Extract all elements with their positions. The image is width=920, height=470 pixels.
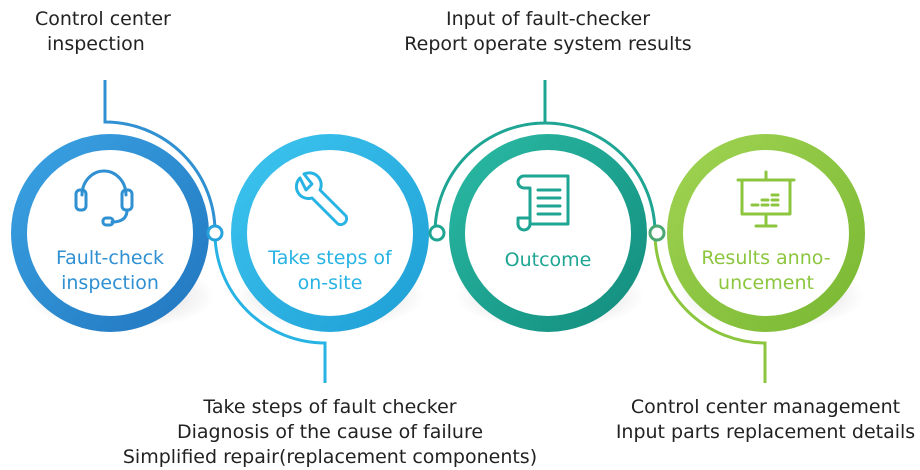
annotation-bottom-right: Control center management Input parts re… — [613, 395, 918, 445]
annotation-bottom-middle-line-3: Simplified repair(replacement components… — [122, 446, 538, 468]
step-2-title: Take steps of on-site — [255, 246, 405, 296]
step-4-title-line-1: Results anno- — [701, 247, 831, 269]
presentation-board-icon — [736, 170, 796, 228]
annotation-top-left-line-2: inspection — [47, 33, 145, 55]
step-2-title-line-1: Take steps of — [268, 247, 392, 269]
arc-step-3 — [433, 80, 547, 234]
step-1-title-line-1: Fault-check — [55, 247, 165, 269]
annotation-top-middle: Input of fault-checker Report operate sy… — [398, 7, 698, 57]
step-4-title: Results anno- uncement — [691, 246, 841, 296]
scroll-document-icon — [516, 174, 570, 232]
annotation-bottom-middle-line-2: Diagnosis of the cause of failure — [176, 421, 484, 443]
headset-icon — [74, 169, 134, 227]
circle-step-2 — [231, 134, 429, 332]
annotation-top-left: Control center inspection — [35, 7, 171, 57]
arc-step-1 — [103, 80, 217, 234]
annotation-top-middle-line-1: Input of fault-checker — [446, 8, 650, 30]
arc-step-4 — [653, 232, 767, 383]
step-3-title-line-1: Outcome — [504, 249, 592, 271]
annotation-bottom-middle: Take steps of fault checker Diagnosis of… — [120, 395, 540, 470]
circle-step-1 — [11, 134, 209, 332]
annotation-bottom-middle-line-1: Take steps of fault checker — [203, 396, 457, 418]
annotation-bottom-right-line-1: Control center management — [630, 396, 901, 418]
circle-step-3 — [449, 134, 647, 332]
connector-node-2 — [428, 224, 446, 242]
step-1-title: Fault-check inspection — [35, 246, 185, 296]
wrench-icon — [294, 171, 349, 227]
step-1-title-line-2: inspection — [61, 272, 159, 294]
connector-node-1 — [206, 224, 224, 242]
step-3-title: Outcome — [473, 248, 623, 273]
step-4-title-line-2: uncement — [718, 272, 814, 294]
annotation-bottom-right-line-2: Input parts replacement details — [615, 421, 916, 443]
annotation-top-left-line-1: Control center — [35, 8, 171, 30]
circle-step-4 — [667, 134, 865, 332]
annotation-top-middle-line-2: Report operate system results — [404, 33, 692, 55]
step-2-title-line-2: on-site — [297, 272, 363, 294]
arc-step-3b — [544, 121, 657, 234]
connector-node-3 — [648, 224, 666, 242]
arc-step-2 — [213, 232, 327, 383]
